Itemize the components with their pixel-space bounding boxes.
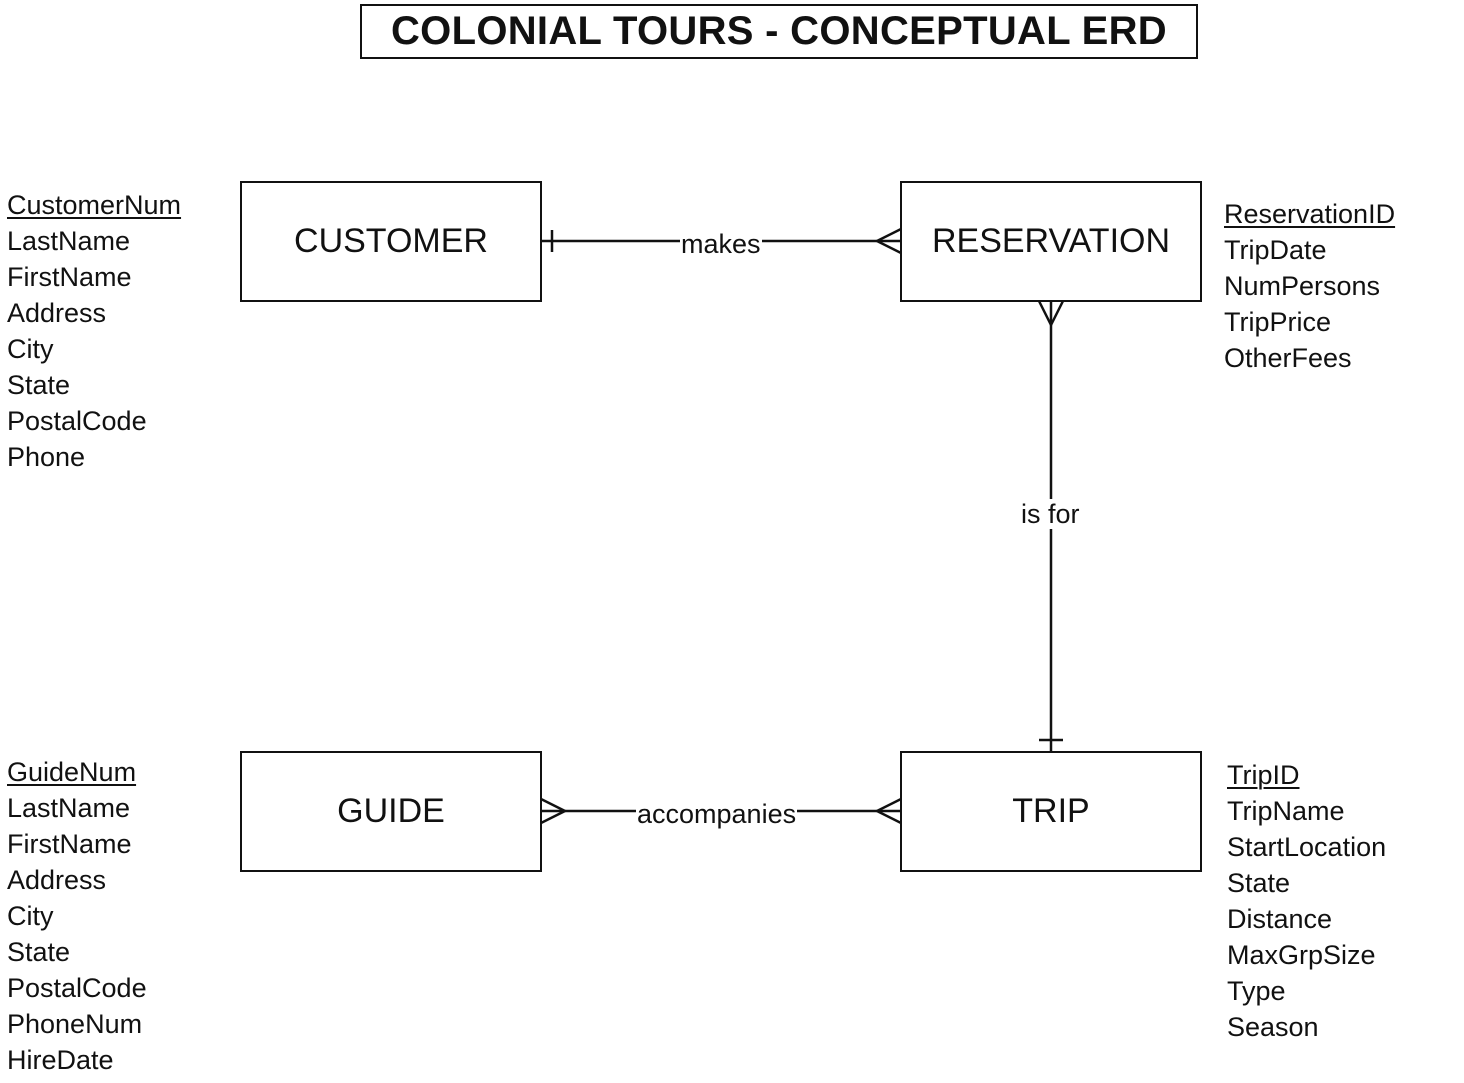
- trip-attribute: Season: [1227, 1012, 1319, 1042]
- entity-guide: GUIDE: [240, 751, 542, 872]
- trip-attributes: TripID TripName StartLocation State Dist…: [1227, 757, 1386, 1045]
- guide-primary-key: GuideNum: [7, 757, 137, 787]
- guide-attribute: LastName: [7, 793, 131, 823]
- is-for-many-crowfoot: [1037, 300, 1065, 326]
- diagram-title: COLONIAL TOURS - CONCEPTUAL ERD: [360, 4, 1198, 59]
- reservation-attribute: TripPrice: [1224, 307, 1332, 337]
- guide-attribute: City: [7, 901, 54, 931]
- trip-primary-key: TripID: [1227, 760, 1300, 790]
- reservation-attribute: NumPersons: [1224, 271, 1381, 301]
- customer-attribute: Phone: [7, 442, 86, 472]
- guide-attribute: FirstName: [7, 829, 132, 859]
- customer-primary-key: CustomerNum: [7, 190, 182, 220]
- customer-attribute: City: [7, 334, 54, 364]
- trip-attribute: Type: [1227, 976, 1286, 1006]
- entity-trip: TRIP: [900, 751, 1202, 872]
- trip-attribute: Distance: [1227, 904, 1333, 934]
- reservation-attribute: OtherFees: [1224, 343, 1352, 373]
- entity-customer: CUSTOMER: [240, 181, 542, 302]
- trip-attribute: StartLocation: [1227, 832, 1387, 862]
- customer-attribute: State: [7, 370, 71, 400]
- guide-attributes: GuideNum LastName FirstName Address City…: [7, 754, 147, 1078]
- customer-attribute: FirstName: [7, 262, 132, 292]
- guide-attribute: Address: [7, 865, 107, 895]
- reservation-attribute: TripDate: [1224, 235, 1327, 265]
- relationship-label-makes: makes: [680, 229, 762, 259]
- customer-attribute: PostalCode: [7, 406, 147, 436]
- relationship-label-is-for: is for: [1020, 499, 1081, 529]
- trip-attribute: TripName: [1227, 796, 1345, 826]
- accompanies-trip-crowfoot: [876, 797, 902, 825]
- guide-attribute: State: [7, 937, 71, 967]
- reservation-primary-key: ReservationID: [1224, 199, 1396, 229]
- customer-attribute: Address: [7, 298, 107, 328]
- trip-attribute: MaxGrpSize: [1227, 940, 1376, 970]
- accompanies-guide-crowfoot: [540, 797, 566, 825]
- guide-attribute: PhoneNum: [7, 1009, 143, 1039]
- customer-attribute: LastName: [7, 226, 131, 256]
- guide-attribute: PostalCode: [7, 973, 147, 1003]
- guide-attribute: HireDate: [7, 1045, 114, 1075]
- makes-many-crowfoot: [876, 227, 902, 255]
- trip-attribute: State: [1227, 868, 1291, 898]
- customer-attributes: CustomerNum LastName FirstName Address C…: [7, 187, 181, 475]
- relationship-label-accompanies: accompanies: [636, 799, 798, 829]
- reservation-attributes: ReservationID TripDate NumPersons TripPr…: [1224, 196, 1395, 376]
- entity-reservation: RESERVATION: [900, 181, 1202, 302]
